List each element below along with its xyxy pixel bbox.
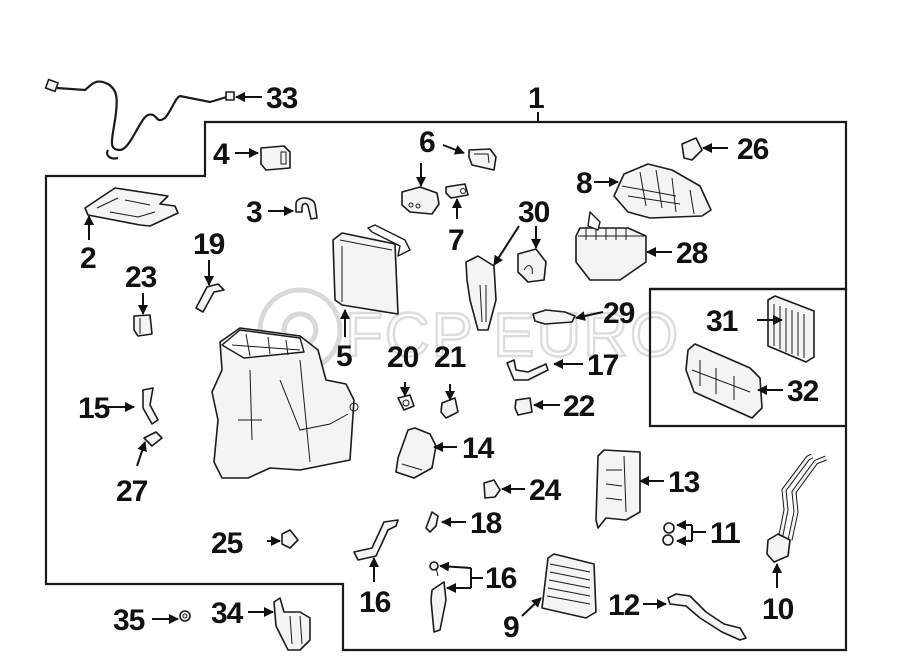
watermark-text: FCP EURO [345, 301, 680, 370]
part-7-clip[interactable] [445, 183, 469, 199]
assembly-border [44, 112, 848, 652]
callout-25[interactable]: 25 [211, 527, 244, 560]
part-26-resistor[interactable] [681, 137, 703, 161]
callout-31[interactable]: 31 [706, 305, 739, 338]
part-6-boot[interactable] [401, 186, 440, 215]
callout-30[interactable]: 30 [518, 196, 551, 229]
callout-labels: 1 2 3 4 5 6 7 8 9 10 11 12 13 14 15 16 1… [78, 82, 820, 644]
callout-21[interactable]: 21 [434, 341, 467, 374]
part-3-clip[interactable] [295, 197, 318, 220]
part-8-upper-housing[interactable] [613, 163, 712, 219]
callout-10[interactable]: 10 [762, 593, 795, 626]
part-17-lever[interactable] [506, 359, 549, 381]
callout-32[interactable]: 32 [787, 375, 820, 408]
part-20-sensor[interactable] [397, 394, 415, 411]
part-16-bracket-b[interactable] [430, 581, 447, 633]
callout-11[interactable]: 11 [710, 517, 741, 550]
part-22-sensor[interactable] [514, 397, 533, 416]
part-13-case-cover[interactable] [595, 449, 641, 529]
part-2-seal-plate[interactable] [84, 187, 179, 227]
part-35-nut[interactable] [179, 610, 191, 622]
part-30-actuator-b[interactable] [517, 248, 547, 283]
part-31-cabin-filter[interactable] [767, 295, 815, 363]
callout-27[interactable]: 27 [116, 475, 149, 508]
callout-16-b[interactable]: 16 [485, 562, 518, 595]
callout-24[interactable]: 24 [529, 474, 563, 507]
part-14-mode-actuator[interactable] [395, 427, 437, 479]
callout-9[interactable]: 9 [503, 611, 520, 644]
callout-18[interactable]: 18 [470, 507, 503, 540]
callout-28[interactable]: 28 [676, 237, 709, 270]
callout-12[interactable]: 12 [608, 589, 641, 622]
callout-19[interactable]: 19 [193, 228, 226, 261]
callout-13[interactable]: 13 [668, 466, 701, 499]
part-24-sensor[interactable] [483, 479, 501, 499]
callout-14[interactable]: 14 [462, 432, 496, 465]
part-32-filter-housing[interactable] [685, 343, 763, 419]
part-19-lever[interactable] [195, 283, 225, 313]
part-18-link[interactable] [425, 511, 439, 533]
part-6-seal[interactable] [468, 148, 497, 171]
callout-16-a[interactable]: 16 [359, 586, 392, 619]
callout-3[interactable]: 3 [246, 196, 263, 229]
callout-7[interactable]: 7 [448, 224, 465, 257]
callout-29[interactable]: 29 [603, 297, 636, 330]
part-4-seal-block[interactable] [260, 145, 291, 171]
part-16-fastener[interactable] [429, 561, 439, 577]
part-16-bracket-a[interactable] [353, 519, 399, 561]
part-21-sensor[interactable] [440, 397, 459, 419]
callout-6[interactable]: 6 [419, 126, 436, 159]
watermark: FCP EURO [257, 287, 680, 373]
part-27-link[interactable] [143, 431, 163, 447]
callout-4[interactable]: 4 [213, 138, 231, 171]
part-33-wiring-harness[interactable] [44, 78, 235, 160]
part-11-pipe-clamps[interactable] [662, 522, 675, 546]
callout-20[interactable]: 20 [387, 341, 420, 374]
part-10-heater-pipes[interactable] [766, 453, 827, 563]
part-1-hvac-case-body[interactable] [211, 327, 359, 479]
part-30-actuator-a[interactable] [465, 255, 497, 331]
callout-5[interactable]: 5 [336, 340, 353, 373]
callout-23[interactable]: 23 [125, 261, 158, 294]
callout-22[interactable]: 22 [563, 390, 596, 423]
part-9-heater-core[interactable] [541, 553, 597, 619]
part-23-actuator[interactable] [133, 314, 153, 337]
leader-lines [84, 92, 783, 624]
callout-1[interactable]: 1 [528, 82, 545, 115]
callout-8[interactable]: 8 [576, 167, 593, 200]
callout-15[interactable]: 15 [78, 392, 111, 425]
callout-2[interactable]: 2 [80, 242, 97, 275]
callout-17[interactable]: 17 [587, 349, 620, 382]
part-12-drain-hose[interactable] [667, 593, 747, 641]
callout-34[interactable]: 34 [211, 597, 245, 630]
callout-35[interactable]: 35 [113, 604, 146, 637]
part-15-link[interactable] [142, 387, 159, 425]
part-25-connector[interactable] [281, 529, 299, 549]
part-5-evaporator[interactable] [332, 224, 411, 315]
part-29-bracket[interactable] [532, 309, 576, 325]
part-34-air-duct[interactable] [273, 597, 311, 651]
callout-33[interactable]: 33 [266, 82, 299, 115]
part-28-blower-motor[interactable] [575, 211, 647, 281]
callout-26[interactable]: 26 [737, 133, 770, 166]
